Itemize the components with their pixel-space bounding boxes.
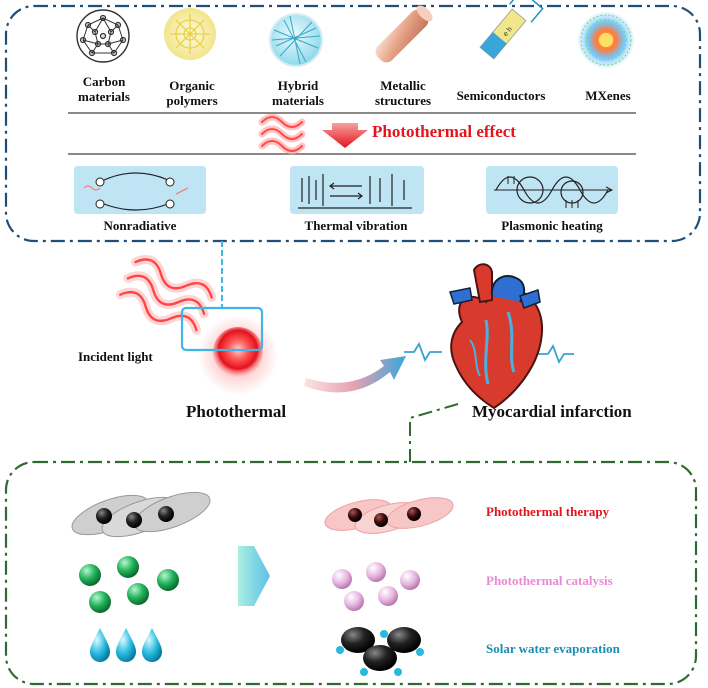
material-label-semiconductors: Semiconductors	[446, 88, 556, 103]
transform-arrow-icon	[238, 546, 270, 606]
mechanism-label-plasmonic: Plasmonic heating	[501, 218, 603, 233]
material-label-line2: materials	[78, 89, 130, 104]
material-label-line1: Semiconductors	[456, 88, 546, 103]
curved-arrow-icon	[304, 356, 406, 393]
top-panel-border	[4, 4, 702, 243]
incident-light-label: Incident light	[78, 349, 153, 364]
material-label-line1: Organic	[169, 78, 215, 93]
metal-rod-icon	[375, 5, 433, 63]
photothermal-effect-label: Photothermal effect	[372, 122, 516, 141]
incident-light-waves-icon	[115, 255, 217, 335]
effect-arrow-icon	[322, 123, 368, 148]
nonradiative-icon	[74, 166, 206, 214]
zoom-box	[180, 306, 264, 352]
material-label-hybrid: Hybrid materials	[256, 78, 340, 108]
polymer-icon	[164, 8, 216, 60]
photothermal-label: Photothermal	[186, 402, 287, 421]
application-label-catalysis: Photothermal catalysis	[486, 573, 613, 588]
heart-connector-line	[409, 403, 459, 462]
material-label-carbon: Carbon materials	[62, 74, 146, 104]
myocardial-infarction-label: Myocardial infarction	[472, 402, 632, 421]
green-particles-icon	[79, 556, 179, 613]
application-label-therapy: Photothermal therapy	[486, 504, 610, 519]
gray-particles-icon	[71, 491, 211, 538]
material-label-line2: materials	[272, 93, 324, 108]
material-label-line1: Carbon	[82, 74, 126, 89]
fullerene-icon	[76, 9, 130, 63]
hybrid-icon	[269, 13, 323, 67]
mechanism-label-nonradiative: Nonradiative	[103, 218, 177, 233]
bottom-panel-border	[4, 460, 698, 686]
therapy-particles-icon	[324, 497, 454, 534]
material-label-line1: Metallic	[380, 78, 426, 93]
water-drops-icon	[90, 628, 162, 662]
plasmonic-heating-icon	[486, 166, 618, 214]
evaporation-particles-icon	[336, 627, 424, 676]
mechanism-label-thermal-vibration: Thermal vibration	[304, 218, 408, 233]
svg-text:e h: e h	[502, 26, 514, 38]
photothermal-sphere-icon	[213, 327, 263, 377]
material-label-organic: Organic polymers	[150, 78, 234, 108]
material-label-line1: MXenes	[585, 88, 631, 103]
material-label-line2: polymers	[166, 93, 218, 108]
material-label-line1: Hybrid	[277, 78, 319, 93]
application-label-evaporation: Solar water evaporation	[486, 641, 620, 656]
heat-waves-icon	[258, 113, 306, 155]
material-label-line2: structures	[374, 93, 432, 108]
mxene-icon	[578, 12, 634, 68]
semiconductor-icon: e h	[479, 0, 544, 60]
material-label-mxenes: MXenes	[568, 88, 648, 103]
catalysis-particles-icon	[332, 562, 420, 611]
thermal-vibration-icon	[290, 166, 424, 214]
heart-icon	[404, 263, 574, 410]
material-label-metallic: Metallic structures	[358, 78, 448, 108]
